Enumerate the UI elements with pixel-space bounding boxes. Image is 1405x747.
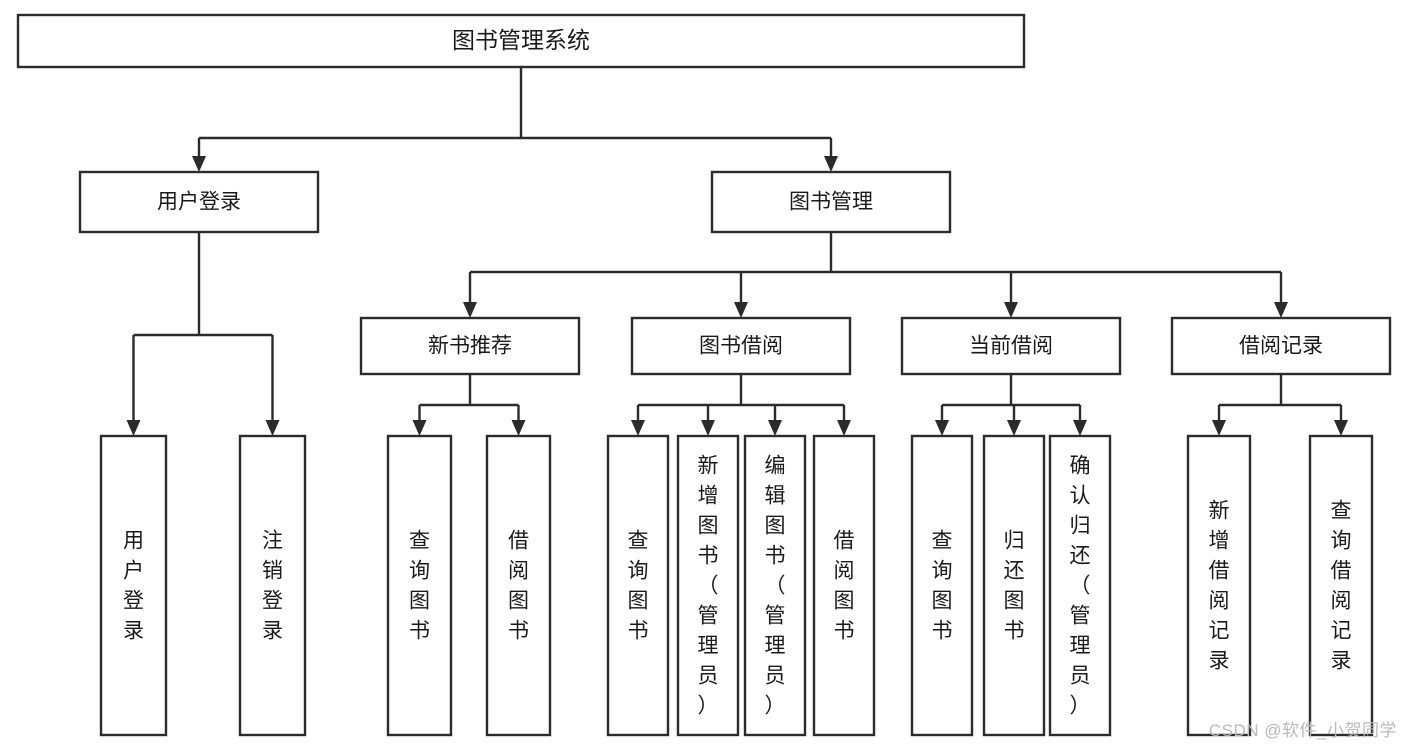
node-图书借阅-l2-1-label: 图书借阅 bbox=[699, 335, 783, 358]
node-图书管理-l1-1-box[interactable] bbox=[710, 170, 952, 234]
leaf-查询图书-1-0[interactable]: 查询图书 bbox=[606, 434, 670, 737]
leaf-注销登录-0-1[interactable]: 注销登录 bbox=[238, 434, 307, 737]
edge-l1-0-arrow-0 bbox=[126, 420, 141, 436]
leaf-归还图书-2-1-label: 归还图书 bbox=[1004, 529, 1025, 642]
node-借阅记录-l2-3-box[interactable] bbox=[1170, 316, 1392, 376]
edge-l1-1-arrow-0 bbox=[463, 302, 477, 318]
leaf-归还图书-2-1-box[interactable] bbox=[982, 434, 1046, 737]
node-新书推荐-l2-0[interactable]: 新书推荐 bbox=[359, 316, 581, 376]
edge-l2-1-arrow-3 bbox=[837, 420, 851, 436]
leaf-查询图书-1-0-label: 查询图书 bbox=[628, 529, 649, 642]
leaf-编辑图书管理员-1-2-label: 编辑图书（管理员） bbox=[765, 454, 786, 717]
edge-l2-0-arrow-1 bbox=[511, 420, 526, 436]
leaf-注销登录-0-1-label: 注销登录 bbox=[262, 529, 283, 642]
edge-l1-1-arrow-2 bbox=[1004, 302, 1018, 318]
leaf-查询图书-2-0-label: 查询图书 bbox=[932, 529, 953, 642]
leaf-借阅图书-1-3[interactable]: 借阅图书 bbox=[812, 434, 876, 737]
node-root-box[interactable] bbox=[16, 13, 1026, 69]
leaf-借阅图书-0-1-label: 借阅图书 bbox=[508, 529, 529, 642]
leaf-查询图书-0-0[interactable]: 查询图书 bbox=[386, 434, 453, 737]
node-当前借阅-l2-2-box[interactable] bbox=[900, 316, 1122, 376]
leaf-新增借阅记录-3-0[interactable]: 新增借阅记录 bbox=[1186, 434, 1252, 737]
leaf-新增借阅记录-3-0-box[interactable] bbox=[1186, 434, 1252, 737]
leaf-查询图书-2-0-box[interactable] bbox=[910, 434, 974, 737]
edge-l1-0-arrow-1 bbox=[265, 420, 280, 436]
node-图书借阅-l2-1[interactable]: 图书借阅 bbox=[630, 316, 852, 376]
node-图书管理-l1-1[interactable]: 图书管理 bbox=[710, 170, 952, 234]
node-当前借阅-l2-2-label: 当前借阅 bbox=[969, 335, 1053, 358]
leaf-查询图书-2-0[interactable]: 查询图书 bbox=[910, 434, 974, 737]
node-用户登录-l1-0-box[interactable] bbox=[78, 170, 320, 234]
edge-l2-2-arrow-2 bbox=[1073, 420, 1087, 436]
nodes-layer: 图书管理系统用户登录用户登录注销登录图书管理新书推荐查询图书借阅图书图书借阅查询… bbox=[16, 13, 1392, 737]
edges-layer bbox=[126, 67, 1348, 436]
leaf-编辑图书管理员-1-2[interactable]: 编辑图书（管理员） bbox=[743, 434, 807, 737]
edge-root-arrow-1 bbox=[824, 156, 838, 172]
leaf-编辑图书管理员-1-2-box[interactable] bbox=[743, 434, 807, 737]
node-当前借阅-l2-2[interactable]: 当前借阅 bbox=[900, 316, 1122, 376]
edge-l2-3-arrow-1 bbox=[1334, 420, 1348, 436]
leaf-借阅图书-1-3-box[interactable] bbox=[812, 434, 876, 737]
node-图书管理-l1-1-label: 图书管理 bbox=[789, 191, 873, 214]
node-用户登录-l1-0[interactable]: 用户登录 bbox=[78, 170, 320, 234]
edge-l2-2-arrow-1 bbox=[1007, 420, 1021, 436]
leaf-借阅图书-0-1[interactable]: 借阅图书 bbox=[485, 434, 552, 737]
node-root-label: 图书管理系统 bbox=[452, 27, 590, 53]
leaf-确认归还管理员-2-2-label: 确认归还（管理员） bbox=[1070, 454, 1091, 717]
leaf-查询图书-0-0-box[interactable] bbox=[386, 434, 453, 737]
leaf-注销登录-0-1-box[interactable] bbox=[238, 434, 307, 737]
node-root[interactable]: 图书管理系统 bbox=[16, 13, 1026, 69]
leaf-归还图书-2-1[interactable]: 归还图书 bbox=[982, 434, 1046, 737]
leaf-查询借阅记录-3-1[interactable]: 查询借阅记录 bbox=[1308, 434, 1374, 737]
node-借阅记录-l2-3[interactable]: 借阅记录 bbox=[1170, 316, 1392, 376]
leaf-查询图书-0-0-label: 查询图书 bbox=[409, 529, 430, 642]
edge-l2-1-arrow-1 bbox=[701, 420, 715, 436]
node-借阅记录-l2-3-label: 借阅记录 bbox=[1239, 335, 1323, 358]
leaf-借阅图书-0-1-box[interactable] bbox=[485, 434, 552, 737]
edge-l2-3-arrow-0 bbox=[1212, 420, 1226, 436]
edge-l2-1-arrow-0 bbox=[631, 420, 645, 436]
leaf-用户登录-0-0-label: 用户登录 bbox=[123, 529, 144, 642]
leaf-查询借阅记录-3-1-box[interactable] bbox=[1308, 434, 1374, 737]
edge-l2-0-arrow-0 bbox=[412, 420, 427, 436]
leaf-新增图书管理员-1-1-box[interactable] bbox=[676, 434, 740, 737]
leaf-查询图书-1-0-box[interactable] bbox=[606, 434, 670, 737]
leaf-查询借阅记录-3-1-label: 查询借阅记录 bbox=[1331, 499, 1352, 672]
leaf-确认归还管理员-2-2[interactable]: 确认归还（管理员） bbox=[1048, 434, 1112, 737]
node-新书推荐-l2-0-label: 新书推荐 bbox=[428, 335, 512, 358]
edge-l2-2-arrow-0 bbox=[935, 420, 949, 436]
node-图书借阅-l2-1-box[interactable] bbox=[630, 316, 852, 376]
node-用户登录-l1-0-label: 用户登录 bbox=[157, 191, 241, 214]
leaf-新增借阅记录-3-0-label: 新增借阅记录 bbox=[1209, 499, 1230, 672]
edge-root-arrow-0 bbox=[192, 156, 206, 172]
leaf-新增图书管理员-1-1[interactable]: 新增图书（管理员） bbox=[676, 434, 740, 737]
node-新书推荐-l2-0-box[interactable] bbox=[359, 316, 581, 376]
leaf-用户登录-0-0-box[interactable] bbox=[99, 434, 168, 737]
leaf-新增图书管理员-1-1-label: 新增图书（管理员） bbox=[698, 454, 719, 717]
leaf-用户登录-0-0[interactable]: 用户登录 bbox=[99, 434, 168, 737]
edge-l2-1-arrow-2 bbox=[768, 420, 782, 436]
edge-l1-1-arrow-1 bbox=[734, 302, 748, 318]
leaf-借阅图书-1-3-label: 借阅图书 bbox=[834, 529, 855, 642]
edge-l1-1-arrow-3 bbox=[1274, 302, 1288, 318]
leaf-确认归还管理员-2-2-box[interactable] bbox=[1048, 434, 1112, 737]
